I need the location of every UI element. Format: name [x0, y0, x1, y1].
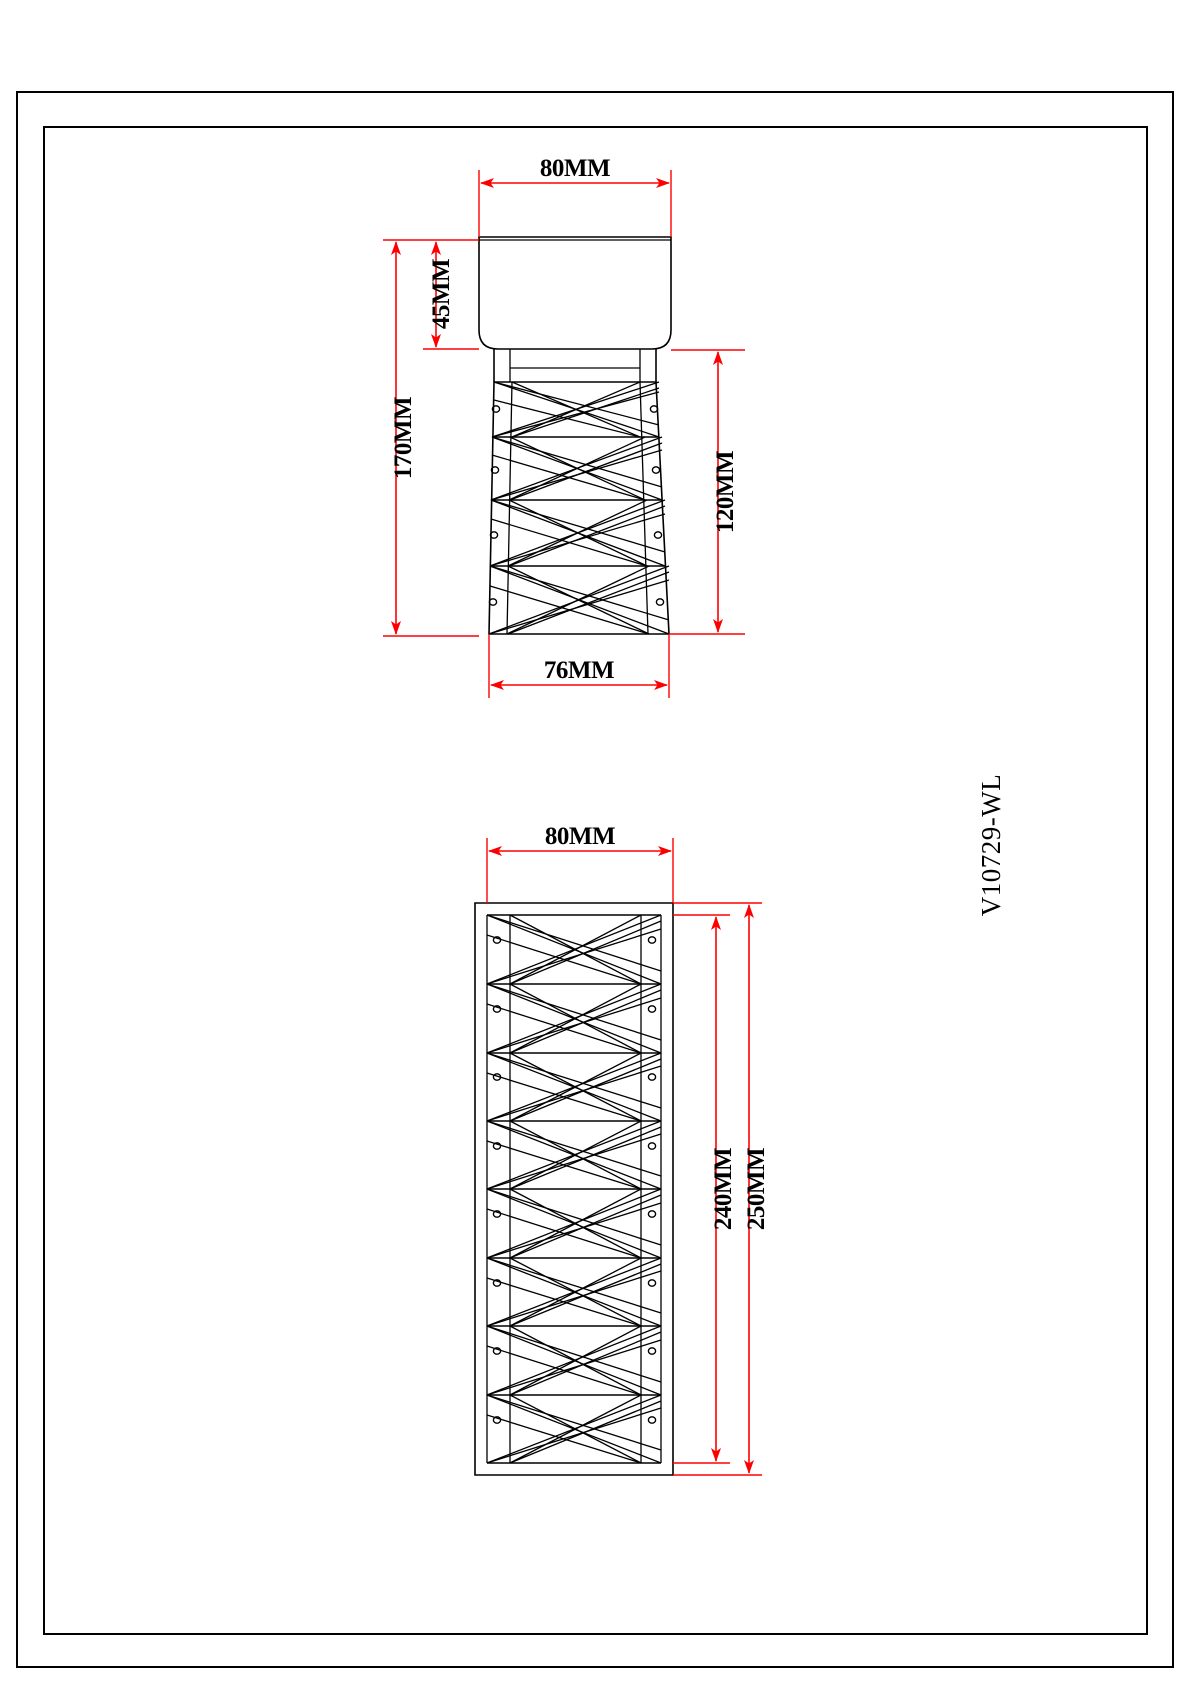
top-view-screw-l1 — [491, 405, 501, 413]
bottom-view-screw-r8 — [647, 1416, 657, 1424]
dim-label-45mm: 45MM — [428, 259, 455, 329]
bottom-view-screw-r5 — [647, 1210, 657, 1218]
dim-label-120mm: 120MM — [712, 451, 739, 533]
bottom-view-facets-4 — [486, 1120, 662, 1190]
view-top-small-lamp — [478, 236, 672, 635]
sheet-border-inner — [43, 126, 1148, 1635]
top-view-facets-4 — [488, 565, 670, 635]
part-number-label: V10729-WL — [976, 774, 1006, 916]
top-view-screw-r1 — [649, 405, 659, 413]
sheet-border-outer — [16, 91, 1174, 1668]
bottom-view-screw-l8 — [492, 1416, 502, 1424]
top-view-facets-3 — [489, 499, 666, 567]
dim-label-170mm: 170MM — [390, 397, 417, 479]
bottom-view-screw-r6 — [647, 1279, 657, 1287]
dim-label-76mm: 76MM — [544, 657, 614, 684]
top-view-stems — [493, 349, 657, 382]
bottom-view-facets-2 — [486, 983, 662, 1054]
bottom-view-facets-5 — [486, 1188, 662, 1259]
top-view-screw-r3 — [653, 531, 663, 539]
dim-top-crystal-120mm: 120MM — [669, 349, 745, 635]
dim-label-250mm: 250MM — [743, 1148, 770, 1230]
top-view-facets-1 — [491, 381, 660, 438]
top-view-canopy — [478, 236, 672, 350]
top-view-facets-2 — [490, 436, 663, 501]
dim-bottom-inner-240mm: 240MM — [673, 914, 737, 1464]
bottom-view-facets-8 — [486, 1394, 662, 1464]
bottom-view-screw-r2 — [647, 1005, 657, 1013]
dim-top-total-170mm: 170MM — [383, 239, 479, 637]
dim-top-width-80mm: 80MM — [478, 155, 672, 237]
bottom-view-facets-1 — [486, 914, 662, 985]
bottom-view-screw-l6 — [492, 1279, 502, 1287]
bottom-view-screw-r7 — [647, 1347, 657, 1355]
dim-label-240mm: 240MM — [710, 1148, 737, 1230]
bottom-view-screw-l1 — [492, 936, 502, 944]
top-view-screw-r4 — [655, 598, 665, 606]
bottom-view-screw-l5 — [492, 1210, 502, 1218]
top-view-screw-l2 — [490, 466, 500, 474]
dim-label-80mm-top: 80MM — [540, 155, 610, 182]
dim-top-base-76mm: 76MM — [488, 634, 670, 698]
top-view-screw-l4 — [488, 598, 498, 606]
bottom-view-screw-l4 — [492, 1142, 502, 1150]
bottom-view-facets-7 — [486, 1325, 662, 1396]
top-view-screw-r2 — [651, 466, 661, 474]
bottom-view-screw-r4 — [647, 1142, 657, 1150]
bottom-view-facets-3 — [486, 1052, 662, 1122]
top-view-screw-l3 — [489, 531, 499, 539]
part-number-text: V10729-WL — [976, 774, 1006, 916]
dim-label-80mm-bottom: 80MM — [545, 823, 615, 850]
dim-bottom-width-80mm: 80MM — [486, 823, 674, 903]
bottom-view-facets-6 — [486, 1257, 662, 1327]
bottom-view-screw-l3 — [492, 1073, 502, 1081]
bottom-view-screw-r3 — [647, 1073, 657, 1081]
bottom-view-screw-l2 — [492, 1005, 502, 1013]
dim-bottom-outer-250mm: 250MM — [673, 902, 770, 1476]
dim-top-cap-45mm: 45MM — [423, 239, 479, 350]
view-bottom-large-lamp — [474, 902, 674, 1476]
bottom-view-screw-l7 — [492, 1347, 502, 1355]
bottom-view-screw-r1 — [647, 936, 657, 944]
